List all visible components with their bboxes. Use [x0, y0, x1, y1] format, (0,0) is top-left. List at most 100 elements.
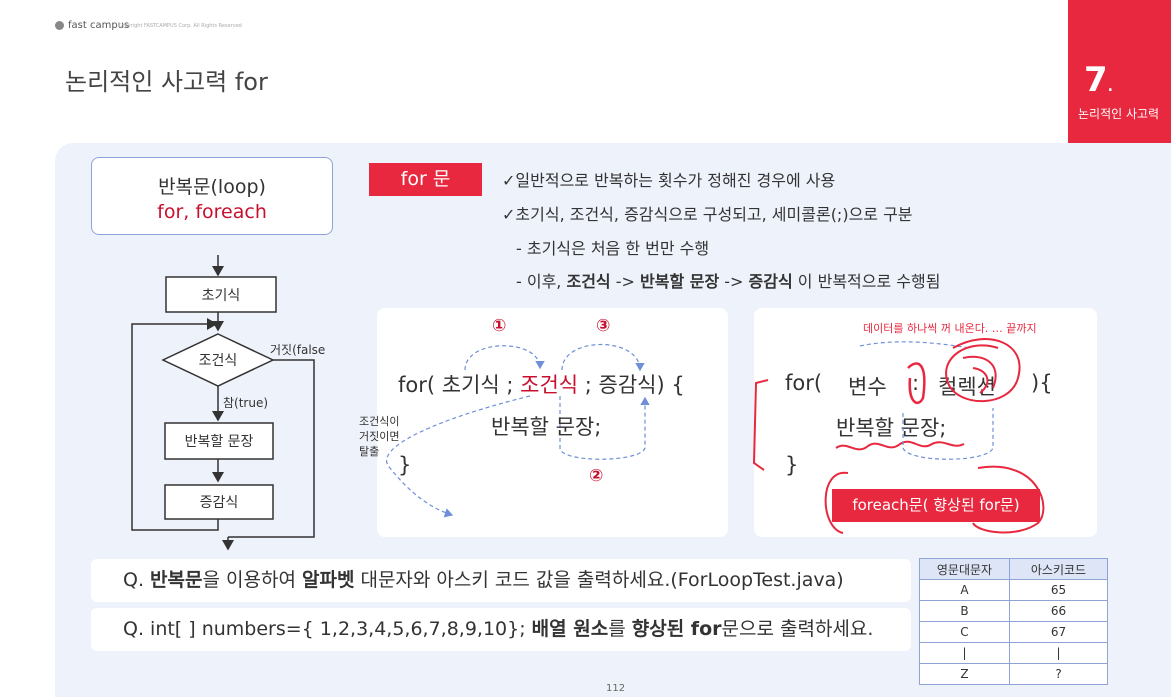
- for-flowchart: 초기식 조건식 거짓(false) 참(true) 반복할 문장 증감식: [131, 255, 325, 551]
- exit-note-line-3: 탈출: [359, 445, 380, 458]
- ascii-header-letter: 영문대문자: [919, 558, 1010, 580]
- ink-badge-circles: [824, 465, 1045, 534]
- q2-mid: 를: [608, 618, 632, 640]
- chapter-number: 7.: [1084, 60, 1113, 100]
- table-row: ||: [919, 642, 1108, 664]
- ascii-letter: B: [919, 600, 1010, 622]
- for-badge: for 문: [369, 163, 482, 196]
- q2-prefix: Q. int[ ] numbers={ 1,2,3,4,5,6,7,8,9,10…: [123, 618, 532, 640]
- step1-marker: ①: [492, 316, 507, 336]
- foreach-badge: foreach문( 향상된 for문): [832, 489, 1040, 522]
- page-title: 논리적인 사고력 for: [65, 68, 268, 96]
- foreach-ink-annotations: [752, 338, 1045, 534]
- q1-prefix: Q.: [123, 569, 151, 591]
- ascii-letter: |: [919, 642, 1010, 664]
- bullet-1: ✓일반적으로 반복하는 횟수가 정해진 경우에 사용: [502, 171, 836, 190]
- exit-note-line-2: 거짓이면: [359, 430, 400, 443]
- for-code-condition: 조건식: [520, 373, 579, 397]
- bullet-2: ✓초기식, 조건식, 증감식으로 구성되고, 세미콜론(;)으로 구분: [502, 205, 913, 224]
- for-code-head-a: for( 초기식 ;: [398, 373, 521, 397]
- flow-false-label: 거짓(false): [270, 343, 325, 357]
- exit-arrow: [386, 395, 531, 518]
- ascii-letter: Z: [919, 663, 1010, 685]
- loop-subtitle: for, foreach: [157, 201, 267, 223]
- q1-loop: 반복문: [150, 569, 203, 591]
- bullet-4: - 이후, 조건식 -> 반복할 문장 -> 증감식 이 반복적으로 수행됨: [516, 268, 940, 292]
- q2-suffix: 문으로 출력하세요.: [721, 618, 874, 640]
- ink-blue-curve: [859, 341, 971, 349]
- flow-increment-box: [164, 484, 274, 520]
- bullet-4-arrow-1: ->: [610, 272, 641, 291]
- flow-init-label: 초기식: [202, 288, 241, 304]
- ascii-code: |: [1009, 642, 1108, 664]
- flow-body-box: [164, 422, 274, 460]
- exit-note-line-1: 조건식이: [359, 415, 400, 428]
- flow-true-label: 참(true): [223, 396, 268, 410]
- for-code-head: for( 초기식 ; 조건식 ; 증감식) {: [398, 369, 685, 399]
- for-code-card: [377, 308, 728, 537]
- bullet-4-arrow-2: ->: [719, 272, 749, 291]
- foreach-code-colon: :: [912, 371, 920, 395]
- step3-marker: ③: [596, 316, 611, 336]
- ascii-letter: A: [919, 579, 1010, 601]
- foreach-code-close: }: [785, 453, 799, 477]
- ascii-code: 65: [1009, 579, 1108, 601]
- foreach-code-var: 변수: [848, 375, 887, 399]
- flow-increment-label: 증감식: [200, 495, 239, 511]
- question-1: Q. 반복문을 이용하여 알파벳 대문자와 아스키 코드 값을 출력하세요.(F…: [91, 559, 911, 602]
- page-number: 112: [606, 683, 626, 694]
- step2-marker: ②: [589, 466, 604, 486]
- bullet-4-body: 반복할 문장: [640, 272, 720, 291]
- bullet-4-prefix: - 이후,: [516, 272, 567, 291]
- ink-bracket: [752, 379, 769, 471]
- bullet-4-increment: 증감식: [748, 272, 793, 291]
- foreach-code-head-a: for(: [785, 371, 823, 395]
- bullet-4-suffix: 이 반복적으로 수행됨: [792, 272, 941, 291]
- table-row: Z?: [919, 663, 1108, 685]
- q1-alphabet: 알파벳: [301, 569, 355, 591]
- q1-suffix: 대문자와 아스키 코드 값을 출력하세요.(ForLoopTest.java): [354, 569, 844, 591]
- for-code-close: }: [398, 453, 412, 477]
- foreach-code-head-close: ){: [1031, 371, 1053, 395]
- for-code-body: 반복할 문장;: [491, 415, 602, 439]
- foreach-code-body: 반복할 문장;: [836, 416, 947, 440]
- q2-enhanced-for: 향상된 for: [631, 618, 722, 640]
- ink-body-underline: [835, 440, 965, 451]
- logo-text: fast campus: [68, 20, 130, 31]
- flow-body-label: 반복할 문장: [185, 434, 254, 450]
- loop-title: 반복문(loop): [158, 176, 266, 198]
- flow-false-line: [228, 359, 315, 538]
- ink-colon-circle: [907, 362, 926, 404]
- chapter-label: 논리적인 사고력: [1078, 107, 1160, 121]
- q1-mid: 을 이용하여: [202, 569, 302, 591]
- ink-blue-loop: [902, 408, 994, 460]
- ascii-code: 67: [1009, 621, 1108, 643]
- loop-title-box: 반복문(loop) for, foreach: [91, 157, 333, 235]
- step2-arrow: [559, 396, 650, 460]
- ascii-table-header: 영문대문자 아스키코드: [919, 558, 1108, 580]
- flow-loopback-line: [131, 318, 219, 531]
- flow-condition-label: 조건식: [199, 353, 238, 369]
- ascii-header-code: 아스키코드: [1009, 558, 1108, 580]
- bullet-4-condition: 조건식: [566, 272, 611, 291]
- fastcampus-logo: fast campus: [55, 20, 129, 31]
- step3-arrow: [561, 344, 645, 372]
- q2-elements: 배열 원소: [531, 618, 609, 640]
- foreach-annotation: 데이터를 하나씩 꺼 내온다. … 끝까지: [863, 322, 1037, 335]
- chapter-number-dot: .: [1107, 79, 1113, 95]
- copyright-text: Copyright FASTCAMPUS Corp. All Rights Re…: [118, 23, 242, 29]
- ink-collection-scribble: [945, 338, 1021, 403]
- ascii-code: ?: [1009, 663, 1108, 685]
- logo-mark-icon: [55, 21, 64, 30]
- ascii-code: 66: [1009, 600, 1108, 622]
- exit-note: 조건식이 거짓이면 탈출: [359, 414, 399, 459]
- step1-arrow: [464, 345, 545, 371]
- chapter-number-value: 7: [1084, 60, 1108, 100]
- ascii-letter: C: [919, 621, 1010, 643]
- question-2: Q. int[ ] numbers={ 1,2,3,4,5,6,7,8,9,10…: [91, 608, 911, 651]
- flow-init-box: [165, 276, 277, 313]
